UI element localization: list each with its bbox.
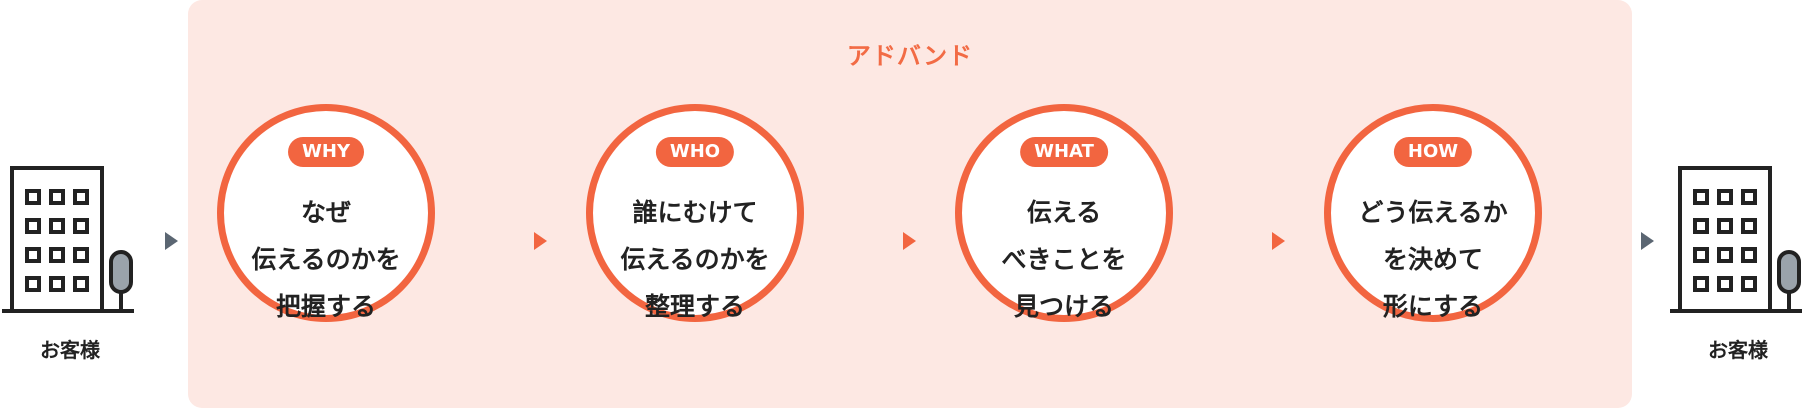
step-circle-why: WHY なぜ 伝えるのかを 把握する — [217, 104, 435, 322]
flow-arrow — [534, 232, 547, 250]
step-text-line: 伝えるのかを — [251, 245, 401, 274]
flow-arrow — [1272, 232, 1285, 250]
office-building-icon — [1670, 166, 1802, 313]
office-building-icon — [2, 166, 134, 313]
step-text-line: べきことを — [1001, 245, 1127, 274]
panel-title: アドバンド — [846, 42, 974, 70]
step-badge: HOW — [1393, 137, 1473, 167]
step-text: なぜ 伝えるのかを 把握する — [224, 189, 428, 330]
step-text-line: 見つける — [1013, 292, 1114, 321]
step-text-line: 整理する — [644, 292, 745, 321]
step-circle-who: WHO 誰にむけて 伝えるのかを 整理する — [586, 104, 804, 322]
step-text-line: を決めて — [1382, 245, 1483, 274]
step-text: 伝える べきことを 見つける — [962, 189, 1166, 330]
step-text-line: 形にする — [1382, 292, 1484, 321]
step-text-line: 把握する — [275, 292, 376, 321]
step-text: 誰にむけて 伝えるのかを 整理する — [593, 189, 797, 330]
step-circle-how: HOW どう伝えるか を決めて 形にする — [1324, 104, 1542, 322]
flow-arrow — [903, 232, 916, 250]
step-text-line: 伝える — [1026, 198, 1102, 227]
step-text-line: なぜ — [300, 198, 351, 227]
step-text: どう伝えるか を決めて 形にする — [1331, 189, 1535, 330]
step-circle-what: WHAT 伝える べきことを 見つける — [955, 104, 1173, 322]
flow-arrow — [165, 232, 178, 250]
step-text-line: 誰にむけて — [632, 198, 758, 227]
step-badge: WHO — [655, 137, 735, 167]
step-badge: WHAT — [1020, 137, 1108, 167]
step-text-line: 伝えるのかを — [620, 245, 770, 274]
step-badge: WHY — [288, 137, 364, 167]
step-text-line: どう伝えるか — [1358, 198, 1508, 227]
customer-label-end: お客様 — [1708, 338, 1768, 362]
flow-arrow — [1641, 232, 1654, 250]
customer-label-start: お客様 — [40, 338, 100, 362]
